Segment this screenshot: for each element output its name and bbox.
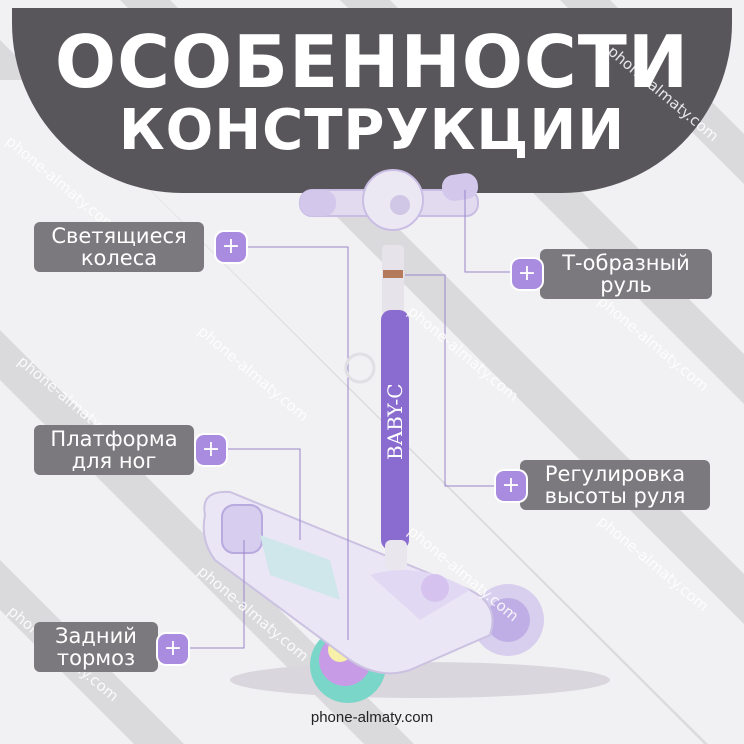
plus-icon[interactable]: + — [512, 259, 542, 289]
connector-handlebar — [464, 190, 525, 273]
page-title-line2: КОНСТРУКЦИИ — [118, 98, 626, 163]
callout-line1: Платформа — [50, 427, 178, 451]
callout-height-adjust: Регулировка высоты руля — [520, 460, 710, 510]
plus-icon[interactable]: + — [216, 232, 246, 262]
page-title-line1: ОСОБЕННОСТИ — [54, 20, 690, 104]
callout-line1: Задний — [55, 624, 137, 648]
stem-upper — [382, 245, 404, 315]
connector-height — [405, 274, 497, 487]
plus-icon[interactable]: + — [158, 634, 188, 664]
plus-icon[interactable]: + — [196, 435, 226, 465]
connector-platform — [225, 448, 301, 540]
callout-line2: высоты руля — [544, 484, 686, 508]
callout-rear-brake: Задний тормоз — [34, 622, 158, 672]
scooter-shadow — [230, 662, 610, 698]
callout-glowing-wheels: Светящиеся колеса — [34, 222, 204, 272]
callout-line1: Т-образный — [562, 251, 690, 275]
stem-lower — [381, 310, 409, 550]
callout-foot-platform: Платформа для ног — [34, 425, 194, 475]
watermark-logo — [344, 352, 376, 384]
callout-t-handlebar: Т-образный руль — [540, 249, 712, 299]
brand-text: BABY-C — [383, 383, 407, 460]
connector-brake — [162, 540, 245, 649]
callout-line2: для ног — [71, 449, 157, 473]
callout-line1: Светящиеся — [51, 224, 187, 248]
plus-icon[interactable]: + — [496, 471, 526, 501]
callout-line2: руль — [600, 273, 652, 297]
footer-site: phone-almaty.com — [310, 709, 434, 726]
callout-line2: колеса — [80, 246, 158, 270]
connector-wheels — [246, 246, 349, 640]
header-banner — [12, 8, 732, 193]
callout-line1: Регулировка — [544, 462, 686, 486]
callout-line2: тормоз — [56, 646, 136, 670]
